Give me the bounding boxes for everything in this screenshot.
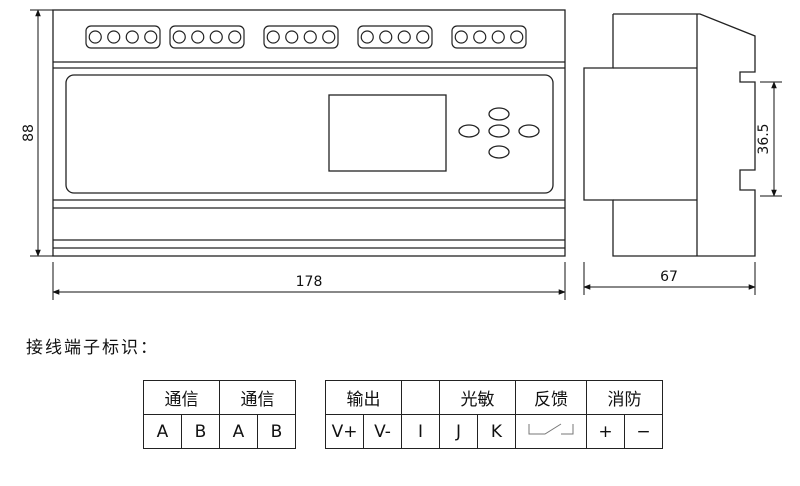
terminal-screw	[144, 30, 158, 44]
terminal-block-1	[85, 25, 161, 49]
feedback-switch-cell	[515, 414, 587, 449]
terminal-a1: A	[143, 414, 182, 449]
terminal-screw	[303, 30, 317, 44]
terminal-screw	[416, 30, 430, 44]
terminal-caption: 接线端子标识：	[26, 338, 159, 358]
terminal-a2: A	[219, 414, 258, 449]
dim-rail-label: 36.5	[756, 123, 772, 154]
terminal-screw	[510, 30, 524, 44]
terminal-screw	[322, 30, 336, 44]
header-fire: 消防	[586, 380, 663, 415]
dim-height-label: 88	[21, 124, 37, 142]
dim-depth-label: 67	[660, 269, 678, 285]
terminal-b2: B	[257, 414, 296, 449]
terminal-table-io: 输出 光敏 反馈 消防 V+ V- I J K + −	[325, 380, 663, 449]
terminal-v-minus: V-	[363, 414, 402, 449]
dim-width-label: 178	[296, 274, 323, 290]
terminal-j: J	[439, 414, 478, 449]
front-panel	[65, 74, 554, 194]
terminal-minus: −	[624, 414, 663, 449]
terminal-screw	[491, 30, 505, 44]
terminal-screw	[125, 30, 139, 44]
terminal-screw	[360, 30, 374, 44]
header-feedback: 反馈	[515, 380, 587, 415]
side-view	[583, 13, 756, 257]
terminal-screw	[397, 30, 411, 44]
terminal-screw	[473, 30, 487, 44]
terminal-table-comm: 通信 通信 A B A B	[143, 380, 296, 449]
terminal-block-2	[169, 25, 245, 49]
terminal-screw	[379, 30, 393, 44]
front-body	[52, 9, 566, 257]
terminal-screw	[172, 30, 186, 44]
terminal-b1: B	[181, 414, 220, 449]
header-comm-2: 通信	[219, 380, 296, 415]
terminal-screw	[209, 30, 223, 44]
terminal-screw	[107, 30, 121, 44]
terminal-i: I	[401, 414, 440, 449]
terminal-screw	[88, 30, 102, 44]
key-right	[518, 124, 540, 138]
header-light-sensor: 光敏	[439, 380, 516, 415]
key-up	[488, 107, 510, 121]
terminal-v-plus: V+	[325, 414, 364, 449]
key-left	[458, 124, 480, 138]
front-view	[52, 9, 566, 257]
terminal-screw	[191, 30, 205, 44]
header-output: 输出	[325, 380, 402, 415]
dimension-lines	[30, 9, 782, 300]
lcd-display	[328, 94, 447, 172]
terminal-screw	[454, 30, 468, 44]
terminal-screw	[266, 30, 280, 44]
key-down	[488, 145, 510, 159]
terminal-block-4	[357, 25, 433, 49]
switch-symbol-icon	[528, 423, 574, 435]
terminal-screw	[285, 30, 299, 44]
terminal-screw	[228, 30, 242, 44]
terminal-block-5	[451, 25, 527, 49]
header-comm-1: 通信	[143, 380, 220, 415]
terminal-k: K	[477, 414, 516, 449]
key-ok	[488, 124, 510, 138]
terminal-plus: +	[586, 414, 625, 449]
terminal-blocks	[85, 25, 527, 49]
terminal-block-3	[263, 25, 339, 49]
header-blank	[401, 380, 440, 415]
dimension-drawing: 88 178 67 36.5	[21, 9, 782, 300]
